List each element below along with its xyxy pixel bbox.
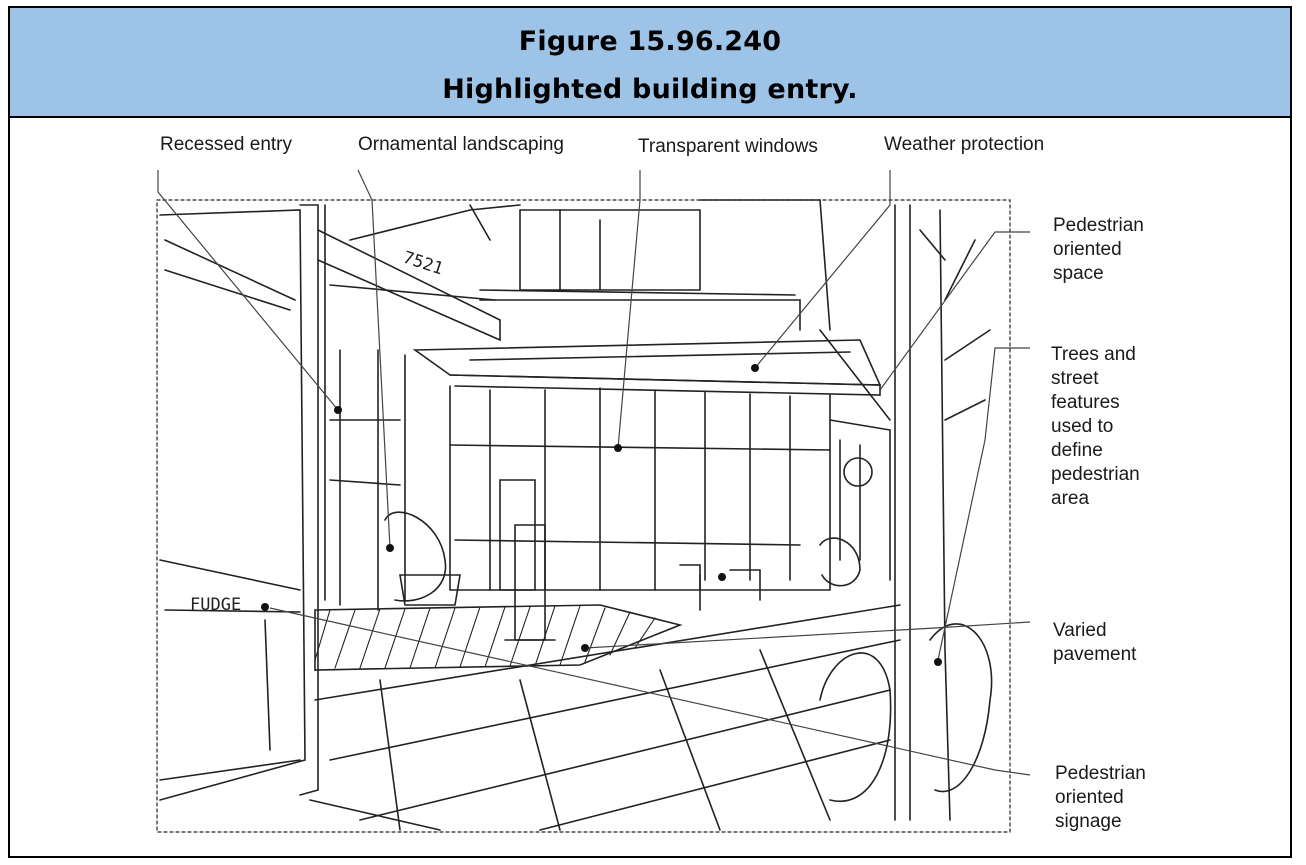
label-line: pedestrian	[1051, 463, 1140, 487]
label-line: pavement	[1053, 643, 1136, 667]
leader-lines	[158, 170, 1030, 775]
shop-sign-text: FUDGE	[190, 595, 241, 615]
label-line: oriented	[1053, 238, 1144, 262]
label-weather-protection: Weather protection	[884, 133, 1044, 157]
label-ornamental-landscaping: Ornamental landscaping	[358, 133, 564, 157]
label-varied-pavement: Varied pavement	[1053, 619, 1136, 667]
label-trees-features: Trees and street features used to define…	[1051, 343, 1140, 511]
label-pedestrian-space: Pedestrian oriented space	[1053, 214, 1144, 286]
label-line: area	[1051, 487, 1140, 511]
label-line: used to	[1051, 415, 1140, 439]
label-recessed-entry: Recessed entry	[160, 133, 292, 157]
label-line: street	[1051, 367, 1140, 391]
label-line: Pedestrian	[1055, 762, 1146, 786]
label-transparent-windows: Transparent windows	[638, 135, 818, 159]
label-pedestrian-signage: Pedestrian oriented signage	[1055, 762, 1146, 834]
label-line: Pedestrian	[1053, 214, 1144, 238]
label-line: define	[1051, 439, 1140, 463]
label-line: oriented	[1055, 786, 1146, 810]
label-line: Varied	[1053, 619, 1136, 643]
label-line: space	[1053, 262, 1144, 286]
label-line: features	[1051, 391, 1140, 415]
label-line: signage	[1055, 810, 1146, 834]
label-line: Trees and	[1051, 343, 1140, 367]
